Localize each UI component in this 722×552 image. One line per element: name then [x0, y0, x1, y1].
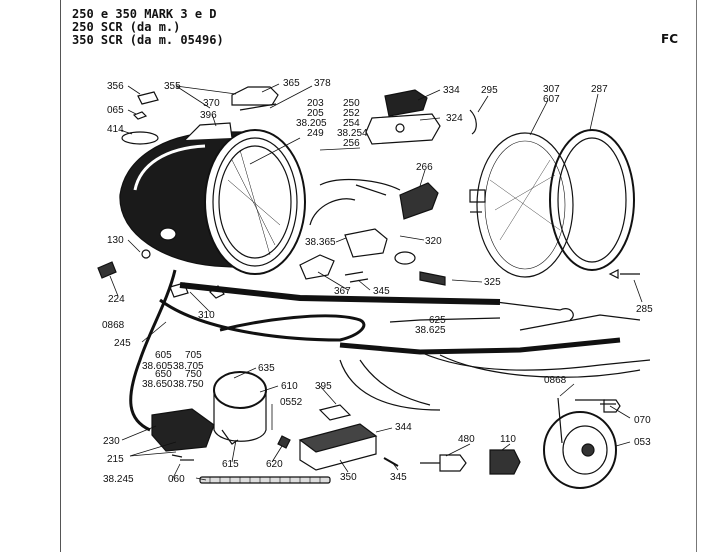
callout-650: 650 [155, 369, 172, 380]
callout-215: 215 [107, 454, 124, 465]
callout-367: 367 [334, 286, 351, 297]
callout-252: 252 [343, 108, 360, 119]
callout-38650: 38.650 [142, 379, 173, 390]
callout-750: 750 [185, 369, 202, 380]
header-line-2: 250 SCR (da m.) [72, 20, 181, 34]
callout-38205: 38.205 [296, 118, 327, 129]
left-border-line [60, 0, 61, 552]
top-left-small-parts [121, 86, 279, 145]
callout-060: 060 [168, 474, 185, 485]
callout-345-lower: 345 [390, 472, 407, 483]
callout-395: 395 [315, 381, 332, 392]
wiring-harness-drawing [129, 269, 651, 432]
callout-378: 378 [314, 78, 331, 89]
callout-287: 287 [591, 84, 608, 95]
header-line-1: 250 e 350 MARK 3 e D [72, 7, 217, 21]
callout-38245: 38.245 [103, 474, 134, 485]
callout-266: 266 [416, 162, 433, 173]
screws-and-fasteners [97, 109, 640, 461]
callout-053: 053 [634, 437, 651, 448]
callout-615: 615 [222, 459, 239, 470]
callout-0552: 0552 [280, 397, 303, 408]
header-line-3: 350 SCR (da m. 05496) [72, 33, 224, 47]
callout-224: 224 [108, 294, 125, 305]
right-border-line [696, 0, 697, 552]
callout-310: 310 [198, 310, 215, 321]
callout-38254: 38.254 [337, 128, 368, 139]
callout-38605: 38.605 [142, 361, 173, 372]
callout-38750: 38.750 [173, 379, 204, 390]
callout-256: 256 [343, 138, 360, 149]
callout-065: 065 [107, 105, 124, 116]
callout-345-upper: 345 [373, 286, 390, 297]
callout-245: 245 [114, 338, 131, 349]
callout-625: 625 [429, 315, 446, 326]
callout-38705: 38.705 [173, 361, 204, 372]
callout-607: 607 [543, 94, 560, 105]
callout-38365: 38.365 [305, 237, 336, 248]
callout-249: 249 [307, 128, 324, 139]
callout-0868-right: 0868 [544, 375, 567, 386]
callout-480: 480 [458, 434, 475, 445]
callout-396: 396 [200, 110, 217, 121]
callout-705: 705 [185, 350, 202, 361]
callout-130: 130 [107, 235, 124, 246]
header-title-block: 250 e 350 MARK 3 e D 250 SCR (da m.) 350… [72, 8, 224, 47]
callout-370: 370 [203, 98, 220, 109]
callout-355: 355 [164, 81, 181, 92]
bulb-and-holder-drawing [383, 449, 521, 475]
callout-324: 324 [446, 113, 463, 124]
callout-610: 610 [281, 381, 298, 392]
callout-344: 344 [395, 422, 412, 433]
callout-295: 295 [481, 85, 498, 96]
callout-0868-left: 0868 [102, 320, 125, 331]
callout-605: 605 [155, 350, 172, 361]
callout-620: 620 [266, 459, 283, 470]
callout-350: 350 [340, 472, 357, 483]
page-code: FC [661, 32, 679, 46]
callout-070: 070 [634, 415, 651, 426]
callout-334: 334 [443, 85, 460, 96]
callout-356: 356 [107, 81, 124, 92]
callout-414: 414 [107, 124, 124, 135]
callout-250: 250 [343, 98, 360, 109]
connector-and-switch-parts [299, 178, 446, 286]
callout-325: 325 [484, 277, 501, 288]
callout-320: 320 [425, 236, 442, 247]
callout-230: 230 [103, 436, 120, 447]
callout-110: 110 [500, 434, 516, 445]
callout-38625: 38.625 [415, 325, 446, 336]
callout-leader-lines [109, 83, 643, 481]
callout-635: 635 [258, 363, 275, 374]
callout-365: 365 [283, 78, 300, 89]
clip-strip-drawing [199, 476, 331, 484]
callout-labels: 356 355 365 378 065 370 396 414 203 205 … [102, 78, 653, 485]
callout-203: 203 [307, 98, 324, 109]
switch-assembly-drawing [365, 89, 441, 145]
headlamp-shell-drawing [119, 122, 306, 275]
callout-307: 307 [543, 84, 560, 95]
speedometer-drawing [151, 371, 267, 458]
tail-light-drawing [298, 404, 378, 471]
headlamp-reflector-and-rim [469, 129, 635, 278]
callout-205: 205 [307, 108, 324, 119]
horn-drawing [543, 397, 621, 489]
callout-285: 285 [636, 304, 653, 315]
callout-254: 254 [343, 118, 360, 129]
